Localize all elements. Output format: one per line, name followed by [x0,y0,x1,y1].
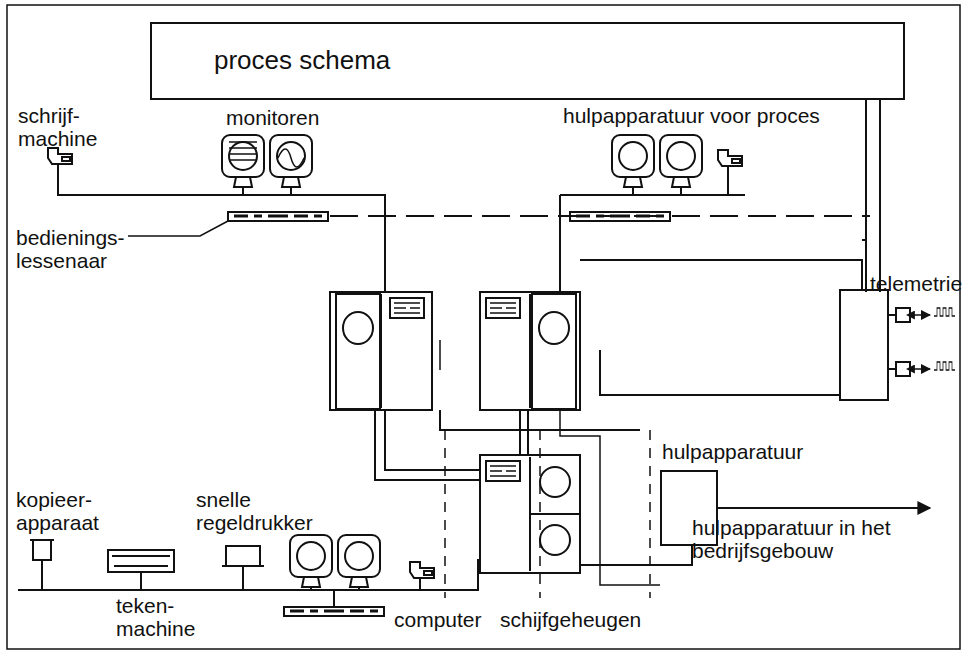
part-label: snelle regeldrukker [196,488,336,534]
part-label: schijfgeheugen [500,608,660,631]
part-label: kopieer- apparaat [16,488,116,534]
node-label: hulpapparatuur [662,440,803,463]
part-label: schrijf- machine [18,104,108,150]
part-label: telemetrie [870,272,962,295]
part-label: bedienings- lessenaar [16,226,134,272]
node-label: proces schema [214,46,390,75]
part-label: teken- machine [116,594,206,640]
part-label: hulpapparatuur voor proces [563,104,820,127]
part-label: computer [394,608,494,631]
schema-panel: proces schema [150,22,905,100]
part-label: monitoren [226,106,356,129]
part-label: hulpapparatuur in het bedrijfsgebouw [692,516,932,562]
